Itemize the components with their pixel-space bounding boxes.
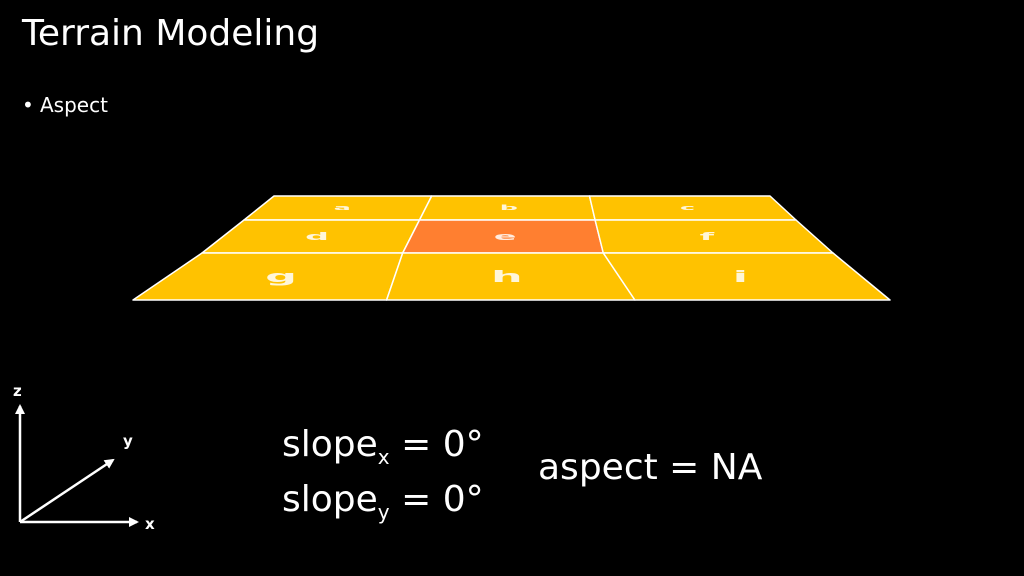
cell-label-c: c bbox=[680, 204, 695, 212]
x-axis-label: x bbox=[145, 515, 155, 533]
slope-y-equation: slopey = 0° bbox=[282, 478, 484, 522]
axis-triad: z y x bbox=[13, 382, 155, 533]
y-axis-label: y bbox=[123, 432, 133, 450]
slope-y-subscript: y bbox=[377, 500, 390, 524]
cell-label-d: d bbox=[305, 230, 329, 242]
cell-label-f: f bbox=[700, 230, 715, 242]
slope-x-equation: slopex = 0° bbox=[282, 423, 484, 467]
bullet-text: Aspect bbox=[40, 93, 108, 117]
cell-label-i: i bbox=[733, 267, 748, 285]
perspective-grid: a b c d e f g h i bbox=[132, 195, 891, 301]
cell-label-h: h bbox=[491, 267, 522, 285]
page-title: Terrain Modeling bbox=[22, 13, 320, 54]
grid-cell-f bbox=[594, 219, 834, 254]
bullet-item-aspect: •Aspect bbox=[22, 91, 108, 119]
slope-y-base: slope bbox=[282, 479, 378, 520]
cell-label-e: e bbox=[494, 230, 517, 242]
grid-cell-i bbox=[602, 252, 891, 301]
slope-x-rhs: = 0° bbox=[389, 424, 484, 465]
z-axis-label: z bbox=[13, 382, 22, 400]
slope-x-subscript: x bbox=[377, 445, 390, 469]
bullet-dot: • bbox=[22, 93, 34, 117]
cell-label-b: b bbox=[500, 204, 518, 212]
slope-x-base: slope bbox=[282, 424, 378, 465]
y-axis-arrow bbox=[19, 458, 115, 524]
cell-label-g: g bbox=[265, 267, 297, 285]
cell-label-a: a bbox=[334, 204, 351, 212]
aspect-equation: aspect = NA bbox=[538, 447, 763, 488]
slope-y-rhs: = 0° bbox=[389, 479, 484, 520]
